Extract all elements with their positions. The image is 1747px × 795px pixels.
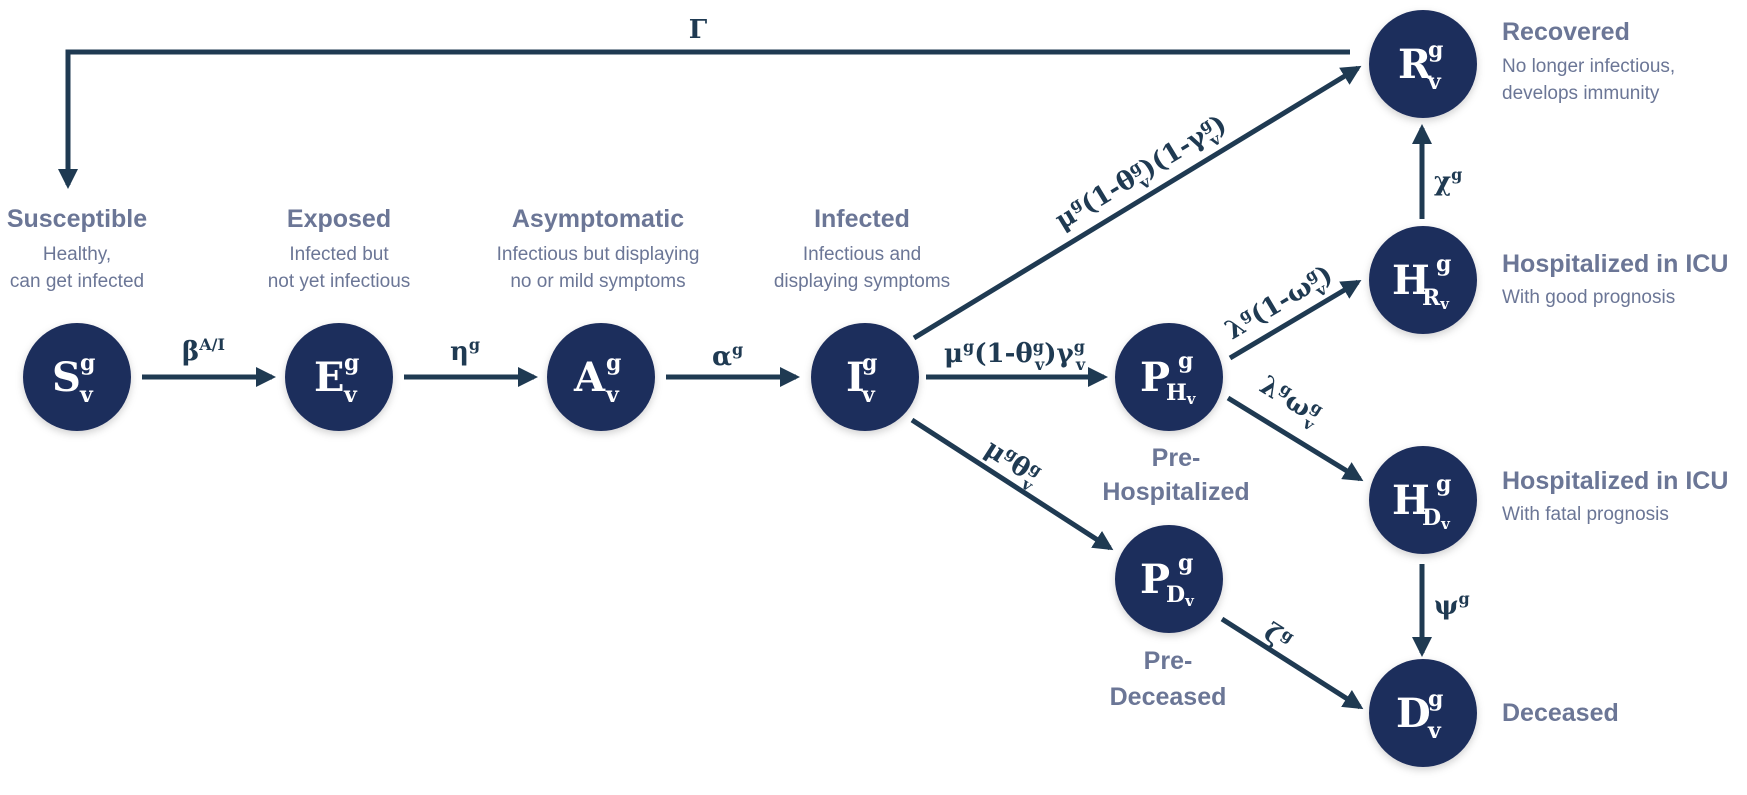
- rate-gamma-label: Γ: [689, 15, 708, 45]
- edge-recovered-to-susceptible: [58, 49, 1350, 189]
- desc-infected-2: displaying symptoms: [774, 271, 950, 292]
- node-hospitalized-recover: H g Rv: [1369, 226, 1477, 334]
- node-deceased: D g v: [1369, 659, 1477, 767]
- edge-infected-to-recovered: [912, 65, 1362, 341]
- title-hospitalized-death: Hospitalized in ICU: [1502, 467, 1728, 495]
- node-susceptible-sup: g: [80, 350, 95, 376]
- desc-asymptomatic-1: Infectious but displaying: [497, 244, 700, 265]
- desc-infected-1: Infectious and: [803, 244, 921, 265]
- title-recovered: Recovered: [1502, 18, 1630, 46]
- desc-susceptible-2: can get infected: [10, 271, 144, 292]
- node-prehospitalized-label: P: [1140, 354, 1170, 401]
- node-predeceased-label: P: [1140, 556, 1170, 603]
- rate-e-a: ηg: [450, 335, 480, 367]
- title-exposed: Exposed: [287, 205, 391, 233]
- node-exposed: E g v: [285, 323, 393, 431]
- title-hospitalized-recover: Hospitalized in ICU: [1502, 250, 1728, 278]
- edge-infected-to-predeceased: [910, 417, 1114, 551]
- title-deceased: Deceased: [1502, 699, 1619, 727]
- node-prehospitalized-sup: g: [1178, 348, 1193, 374]
- rate-i-pd: μgθgv: [976, 432, 1046, 496]
- title-infected: Infected: [814, 205, 910, 233]
- node-prehospitalized-sub: Hv: [1166, 380, 1197, 408]
- rate-pd-d: ζg: [1258, 616, 1298, 657]
- node-exposed-label: E: [314, 354, 345, 401]
- desc-exposed-2: not yet infectious: [268, 271, 411, 292]
- title-predeceased-1: Pre-: [1144, 647, 1193, 675]
- node-predeceased-sup: g: [1178, 550, 1193, 576]
- edge-prehospitalized-to-hospitalized-recover: [1228, 279, 1362, 361]
- rate-ph-hd: λgωgv: [1252, 369, 1328, 435]
- desc-asymptomatic-2: no or mild symptoms: [510, 271, 685, 292]
- node-deceased-label: D: [1396, 690, 1431, 737]
- rate-hr-r: χg: [1434, 165, 1462, 197]
- node-recovered: R g v: [1369, 10, 1477, 118]
- desc-recovered-2: develops immunity: [1502, 83, 1660, 104]
- node-asymptomatic-label: A: [573, 354, 606, 401]
- rate-s-e: βA/I: [182, 335, 225, 367]
- node-hospitalized-death-label: H: [1392, 477, 1430, 524]
- desc-recovered-1: No longer infectious,: [1502, 56, 1675, 77]
- desc-hospitalized-recover: With good prognosis: [1502, 287, 1675, 308]
- node-deceased-sub: v: [1427, 718, 1442, 744]
- title-prehospitalized-1: Pre-: [1152, 444, 1201, 472]
- node-hospitalized-recover-label: H: [1392, 257, 1430, 304]
- node-recovered-sup: g: [1428, 37, 1443, 63]
- edge-predeceased-to-deceased: [1220, 616, 1364, 710]
- node-susceptible-sub: v: [79, 382, 94, 408]
- node-prehospitalized: P g Hv: [1115, 323, 1223, 431]
- node-infected-sub: v: [861, 382, 876, 408]
- node-asymptomatic-sub: v: [605, 382, 620, 408]
- node-recovered-label: R: [1398, 41, 1432, 88]
- rate-hd-d: ψg: [1434, 589, 1470, 621]
- node-hospitalized-death-sup: g: [1436, 471, 1451, 497]
- node-susceptible: S g v: [23, 323, 131, 431]
- node-recovered-sub: v: [1427, 69, 1442, 95]
- node-hospitalized-recover-sup: g: [1436, 251, 1451, 277]
- title-predeceased-2: Deceased: [1110, 683, 1227, 711]
- title-susceptible: Susceptible: [7, 205, 147, 233]
- node-exposed-sub: v: [343, 382, 358, 408]
- desc-exposed-1: Infected but: [289, 244, 389, 265]
- node-infected-label: I: [846, 354, 865, 401]
- node-hospitalized-death-sub: Dv: [1422, 505, 1451, 533]
- node-infected-sup: g: [862, 350, 877, 376]
- node-predeceased-sub: Dv: [1166, 582, 1195, 610]
- desc-hospitalized-death: With fatal prognosis: [1502, 504, 1669, 525]
- edge-prehospitalized-to-hospitalized-death: [1226, 395, 1364, 482]
- rate-i-r: μg(1-θgv)(1-γgv): [1049, 107, 1235, 240]
- title-prehospitalized-2: Hospitalized: [1102, 478, 1249, 506]
- node-deceased-sup: g: [1428, 686, 1443, 712]
- rate-a-i: αg: [712, 340, 743, 372]
- node-hospitalized-death: H g Dv: [1369, 446, 1477, 554]
- node-infected: I g v: [811, 323, 919, 431]
- node-asymptomatic-sup: g: [606, 350, 621, 376]
- desc-susceptible-1: Healthy,: [43, 244, 111, 265]
- node-susceptible-label: S: [52, 354, 81, 401]
- title-asymptomatic: Asymptomatic: [512, 205, 684, 233]
- node-predeceased: P g Dv: [1115, 525, 1223, 633]
- node-exposed-sup: g: [344, 350, 359, 376]
- node-asymptomatic: A g v: [547, 323, 655, 431]
- node-hospitalized-recover-sub: Rv: [1422, 285, 1450, 313]
